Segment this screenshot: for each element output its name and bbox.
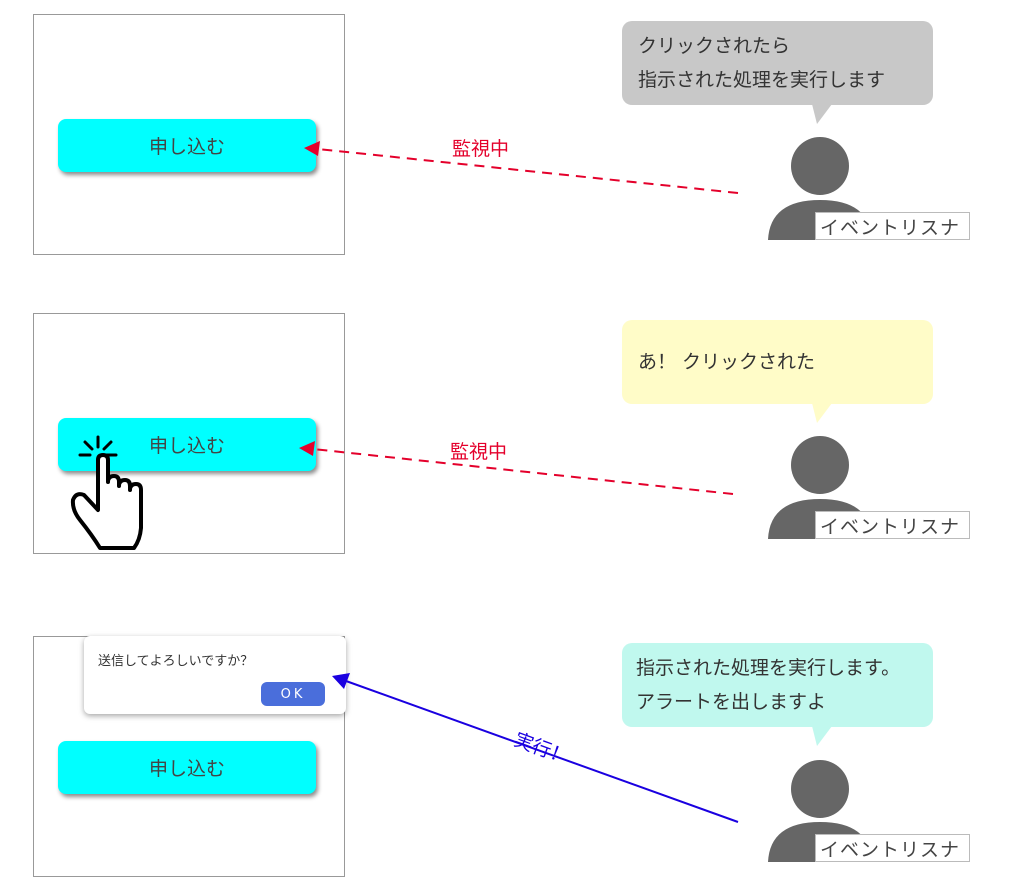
bubble-text: アラートを出しますよ <box>636 691 827 713</box>
pointing-hand-icon <box>70 453 143 550</box>
apply-button[interactable]: 申し込む <box>58 418 316 471</box>
bubble-text: あ！ クリックされた <box>638 351 816 373</box>
watching-label: 監視中 <box>450 441 508 463</box>
apply-button-label: 申し込む <box>148 758 225 780</box>
apply-button-label: 申し込む <box>148 435 225 457</box>
bubble-tail <box>812 403 832 423</box>
apply-button[interactable]: 申し込む <box>58 119 316 172</box>
watching-label: 監視中 <box>452 138 510 160</box>
speech-bubble: クリックされたら 指示された処理を実行します <box>622 21 933 105</box>
bubble-text: 指示された処理を実行します。 <box>636 657 901 679</box>
watch-arrow <box>299 441 734 495</box>
apply-button-label: 申し込む <box>148 136 225 158</box>
click-burst-icon <box>78 435 118 457</box>
bubble-text: 指示された処理を実行します <box>638 69 886 91</box>
speech-bubble: あ！ クリックされた <box>622 320 933 404</box>
alert-dialog: 送信してよろしいですか？ OK <box>84 636 346 714</box>
watch-arrow <box>304 141 739 194</box>
bubble-tail <box>812 726 832 746</box>
apply-button[interactable]: 申し込む <box>58 741 316 794</box>
event-listener-label: イベントリスナ <box>815 511 970 539</box>
speech-bubble: 指示された処理を実行します。 アラートを出しますよ <box>622 643 933 727</box>
bubble-text: クリックされたら <box>638 35 791 57</box>
execute-arrow <box>332 673 739 823</box>
alert-message: 送信してよろしいですか？ <box>98 654 254 669</box>
event-listener-label: イベントリスナ <box>815 834 970 862</box>
alert-ok-button[interactable]: OK <box>261 682 325 706</box>
bubble-tail <box>812 104 832 124</box>
event-listener-label: イベントリスナ <box>815 212 970 240</box>
